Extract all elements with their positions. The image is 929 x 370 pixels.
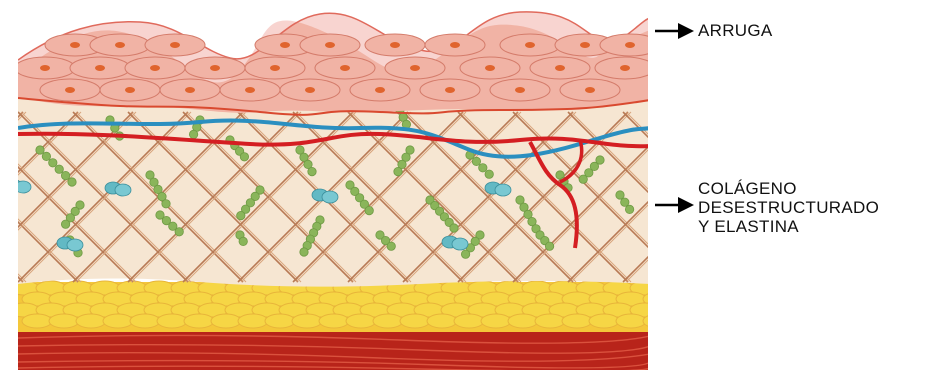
elastin-bead [545,242,553,250]
fat-cell [562,314,592,328]
collagen-label-line-1: COLÁGENO [698,179,879,198]
fat-cell [22,314,52,328]
cell-nucleus [280,42,290,48]
cell-nucleus [410,65,420,71]
elastin-bead [479,164,487,172]
cell-nucleus [525,42,535,48]
cell-nucleus [245,87,255,93]
fat-cell [76,314,106,328]
elastin-bead [387,242,395,250]
cell-nucleus [340,65,350,71]
collagen-label-line-3: Y ELASTINA [698,217,879,236]
cell-nucleus [325,42,335,48]
fat-cells [9,281,673,328]
elastin-bead [175,228,183,236]
elastin-bead [239,237,247,245]
cell-nucleus [40,65,50,71]
fat-cell [454,314,484,328]
fat-cell [427,314,457,328]
wrinkle-label-text: ARRUGA [698,21,773,40]
fat-cell [535,314,565,328]
fat-cell [400,314,430,328]
cell-nucleus [625,42,635,48]
elastin-bead [461,250,469,258]
fat-cell [508,314,538,328]
blue-cell [452,238,468,250]
elastin-bead [450,224,458,232]
fat-cell [130,314,160,328]
cell-nucleus [95,65,105,71]
elastin-bead [579,175,587,183]
elastin-bead [237,211,245,219]
arrow-collagen [655,197,694,213]
elastin-bead [61,220,69,228]
cell-nucleus [450,42,460,48]
elastin-bead [625,205,633,213]
elastin-bead [61,171,69,179]
collagen-label: COLÁGENO DESESTRUCTURADO Y ELASTINA [698,179,879,236]
elastin-bead [365,206,373,214]
cell-nucleus [375,87,385,93]
fat-cell [211,314,241,328]
fat-cell [373,314,403,328]
elastin-bead [308,167,316,175]
cell-nucleus [150,65,160,71]
fat-cell [103,314,133,328]
fat-cell [49,314,79,328]
cell-nucleus [390,42,400,48]
elastin-bead [394,167,402,175]
elastin-bead [621,198,629,206]
fat-cell [238,314,268,328]
collagen-label-line-2: DESESTRUCTURADO [698,198,879,217]
cell-nucleus [485,65,495,71]
cell-nucleus [115,42,125,48]
cell-nucleus [210,65,220,71]
cell-nucleus [445,87,455,93]
blue-cell [495,184,511,196]
elastin-bead [162,200,170,208]
fat-cell [346,314,376,328]
cell-nucleus [185,87,195,93]
elastin-bead [49,159,57,167]
cell-nucleus [580,42,590,48]
elastin-bead [300,248,308,256]
elastin-bead [616,191,624,199]
elastin-bead [240,153,248,161]
elastin-bead [485,170,493,178]
fat-cell [292,314,322,328]
fat-cell [157,314,187,328]
fat-cell [184,314,214,328]
blue-cell [67,239,83,251]
blue-cell [115,184,131,196]
epidermis-cells [15,34,660,101]
cell-nucleus [620,65,630,71]
cell-nucleus [555,65,565,71]
cell-nucleus [65,87,75,93]
fat-cell [265,314,295,328]
cell-nucleus [170,42,180,48]
blue-cell [322,191,338,203]
fat-cell [643,314,673,328]
cell-nucleus [270,65,280,71]
cell-nucleus [70,42,80,48]
cell-nucleus [125,87,135,93]
cell-nucleus [305,87,315,93]
cell-nucleus [585,87,595,93]
cell-nucleus [515,87,525,93]
elastin-bead [472,157,480,165]
arrow-wrinkle [655,23,694,39]
fat-cell [589,314,619,328]
elastin-bead [55,165,63,173]
elastin-bead [68,178,76,186]
fat-cell [481,314,511,328]
elastin-bead [36,146,44,154]
fat-cell [319,314,349,328]
blue-cell [15,181,31,193]
elastin-bead [42,152,50,160]
elastin-bead [189,130,197,138]
wrinkle-label: ARRUGA [698,21,773,40]
fat-cell [616,314,646,328]
